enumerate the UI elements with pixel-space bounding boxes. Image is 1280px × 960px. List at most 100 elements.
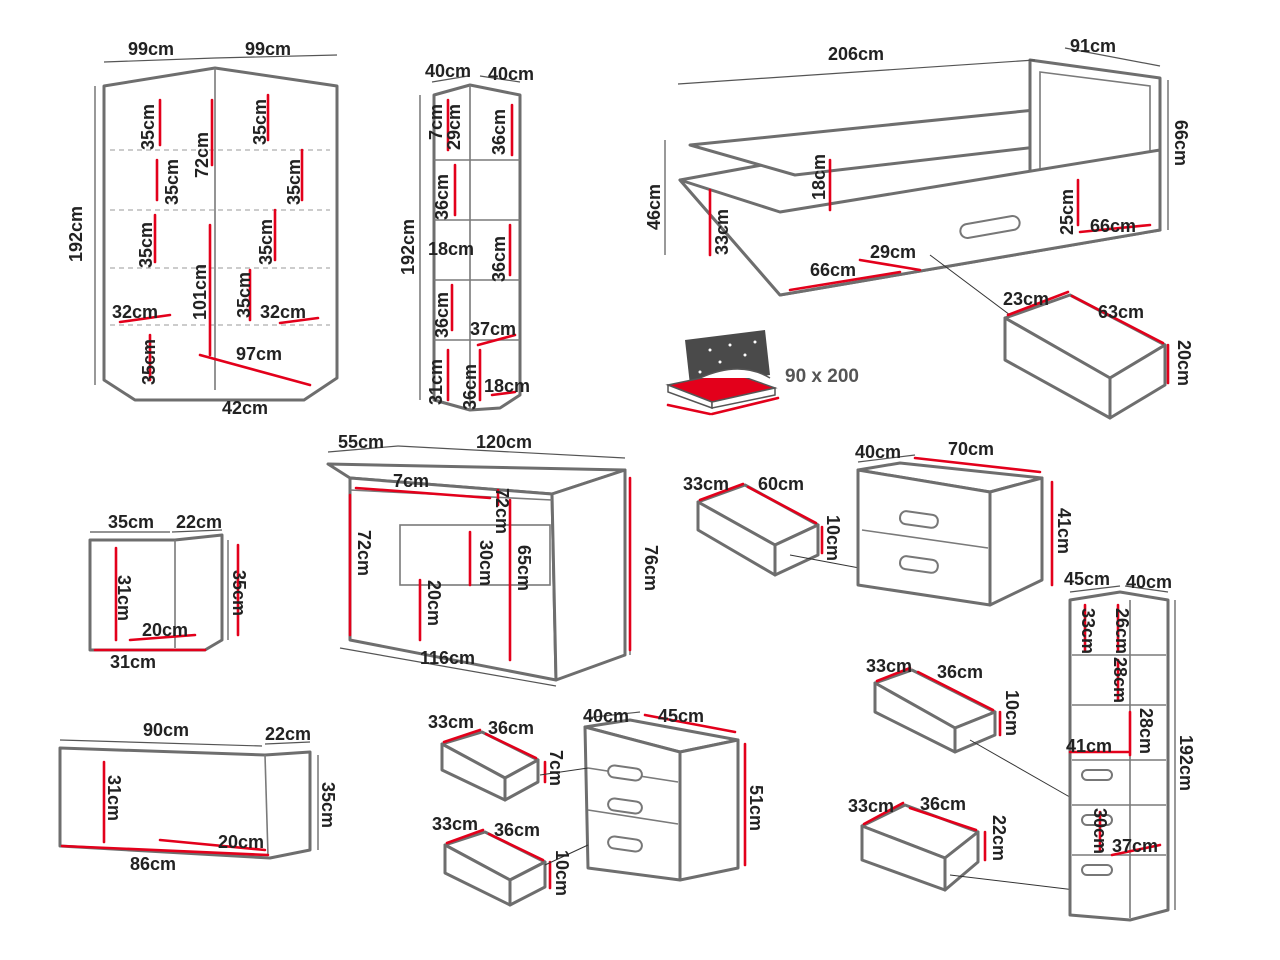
dresser-width: 70cm [948, 439, 994, 459]
dresser-height: 41cm [1054, 508, 1074, 554]
desk-height: 76cm [641, 545, 661, 591]
desk-inner-3: 72cm [492, 488, 512, 534]
wardrobe-inner-3: 35cm [136, 222, 156, 268]
wardrobe-inner-1: 35cm [138, 104, 158, 150]
tall-drawer-1-c: 10cm [1002, 690, 1022, 736]
tall-drawer-2-b: 36cm [920, 794, 966, 814]
tall-drawer-1-b: 36cm [937, 662, 983, 682]
ns-bottom-drawer-c: 10cm [552, 850, 572, 896]
wardrobe-inner-7: 101cm [190, 264, 210, 320]
wardrobe-inner-5: 35cm [139, 339, 159, 385]
shelf-inner-1: 7cm [426, 104, 446, 140]
wardrobe-inner-6: 72cm [192, 132, 212, 178]
wardrobe-inner-4: 32cm [112, 302, 158, 322]
corner-wardrobe: 99cm 99cm 192cm 42cm 35cm 35cm 35cm 32cm… [66, 39, 339, 418]
desk-inner-4: 30cm [476, 540, 496, 586]
wardrobe-inner-9: 35cm [284, 159, 304, 205]
small-cabinet: 35cm 22cm 35cm 31cm 20cm 31cm [88, 512, 249, 672]
bed-drawer-c: 20cm [1174, 340, 1194, 386]
nightstand-height: 51cm [746, 785, 766, 831]
bookcase-inner-3: 28cm [1110, 657, 1130, 703]
bed-inner-5: 29cm [870, 242, 916, 262]
dresser-drawer-c: 10cm [823, 515, 843, 561]
wardrobe-height: 192cm [66, 206, 86, 262]
bed-depth: 91cm [1070, 36, 1116, 56]
desk-inner-1: 72cm [354, 530, 374, 576]
shelf-inner-7: 36cm [432, 292, 452, 338]
nightstand: 40cm 45cm 51cm [583, 706, 766, 882]
shelf-inner-6: 36cm [489, 236, 509, 282]
desk-inner-2: 7cm [393, 471, 429, 491]
bed-drawer: 23cm 63cm 20cm [1003, 289, 1194, 420]
wardrobe-width-right: 99cm [245, 39, 291, 59]
cabinet-inner-d: 20cm [142, 620, 188, 640]
cabinet-inner-h: 31cm [114, 575, 134, 621]
shelf-width-a: 40cm [425, 61, 471, 81]
bed: 206cm 91cm 46cm 66cm 18cm 33cm 25cm 66cm… [644, 36, 1191, 331]
bed-height: 46cm [644, 184, 664, 230]
nightstand-depth: 40cm [583, 706, 629, 726]
bed-inner-2: 33cm [712, 209, 732, 255]
shelf-inner-4: 36cm [432, 174, 452, 220]
bed-drawer-a: 23cm [1003, 289, 1049, 309]
wardrobe-inner-13: 97cm [236, 344, 282, 364]
mattress-size: 90 x 200 [785, 366, 859, 387]
corner-shelf: 40cm 40cm 192cm 7cm 29cm 36cm 36cm 18cm … [398, 61, 534, 412]
bookcase-height: 192cm [1176, 735, 1196, 791]
ns-bottom-drawer-b: 36cm [494, 820, 540, 840]
bed-inner-6: 66cm [810, 260, 856, 280]
wardrobe-inner-10: 35cm [256, 219, 276, 265]
shelf-inner-5: 18cm [428, 239, 474, 259]
desk-bottom: 116cm [420, 648, 475, 668]
shelf-height: 192cm [398, 219, 418, 275]
desk-depth: 55cm [338, 432, 384, 452]
wall-shelf-inner-d: 20cm [218, 832, 264, 852]
wardrobe-width-left: 99cm [128, 39, 174, 59]
cabinet-side: 22cm [176, 512, 222, 532]
nightstand-drawer-top: 33cm 36cm 7cm [428, 712, 589, 802]
wardrobe-inner-11: 35cm [234, 272, 254, 318]
bookcase-inner-7: 37cm [1112, 836, 1158, 856]
dresser-drawer-a: 33cm [683, 474, 729, 494]
bookcase: 45cm 40cm 192cm 33cm 26cm 28cm 28cm 41cm… [1064, 569, 1196, 922]
wardrobe-bottom: 42cm [222, 398, 268, 418]
bed-inner-3: 25cm [1057, 189, 1077, 235]
mattress-icon: 90 x 200 [665, 330, 859, 416]
wall-shelf-depth: 22cm [265, 724, 311, 744]
ns-top-drawer-c: 7cm [546, 750, 566, 786]
tall-drawer-1: 33cm 36cm 10cm [866, 656, 1076, 801]
desk-inner-6: 20cm [424, 580, 444, 626]
ns-top-drawer-b: 36cm [488, 718, 534, 738]
wall-shelf-height: 35cm [318, 782, 338, 828]
dresser-drawer: 33cm 60cm 10cm [683, 474, 871, 577]
wall-shelf: 90cm 22cm 35cm 31cm 20cm 86cm [58, 720, 338, 874]
bookcase-inner-2: 26cm [1112, 608, 1132, 654]
bed-inner-4: 66cm [1090, 216, 1136, 236]
shelf-inner-9: 31cm [426, 359, 446, 405]
shelf-inner-10: 36cm [460, 364, 480, 410]
desk-width: 120cm [476, 432, 532, 452]
wardrobe-inner-2: 35cm [162, 159, 182, 205]
shelf-width-b: 40cm [488, 64, 534, 84]
ns-top-drawer-a: 33cm [428, 712, 474, 732]
dresser-drawer-b: 60cm [758, 474, 804, 494]
bookcase-inner-1: 33cm [1078, 608, 1098, 654]
cabinet-bottom: 31cm [110, 652, 156, 672]
nightstand-drawer-bottom: 33cm 36cm 10cm [432, 814, 589, 907]
wardrobe-inner-12: 32cm [260, 302, 306, 322]
tall-drawer-2: 33cm 36cm 22cm [848, 794, 1076, 892]
wardrobe-inner-8: 35cm [250, 99, 270, 145]
bookcase-inner-4: 28cm [1136, 708, 1156, 754]
tall-drawer-1-a: 33cm [866, 656, 912, 676]
bookcase-inner-6: 30cm [1090, 808, 1110, 854]
desk: 55cm 120cm 76cm 116cm 72cm 7cm 72cm 30cm… [326, 432, 661, 687]
bed-drawer-b: 63cm [1098, 302, 1144, 322]
shelf-inner-2: 29cm [444, 104, 464, 150]
shelf-inner-11: 18cm [484, 376, 530, 396]
wall-shelf-bottom: 86cm [130, 854, 176, 874]
desk-inner-5: 65cm [514, 545, 534, 591]
cabinet-height: 35cm [229, 570, 249, 616]
shelf-inner-3: 36cm [489, 109, 509, 155]
tall-drawer-2-c: 22cm [989, 815, 1009, 861]
